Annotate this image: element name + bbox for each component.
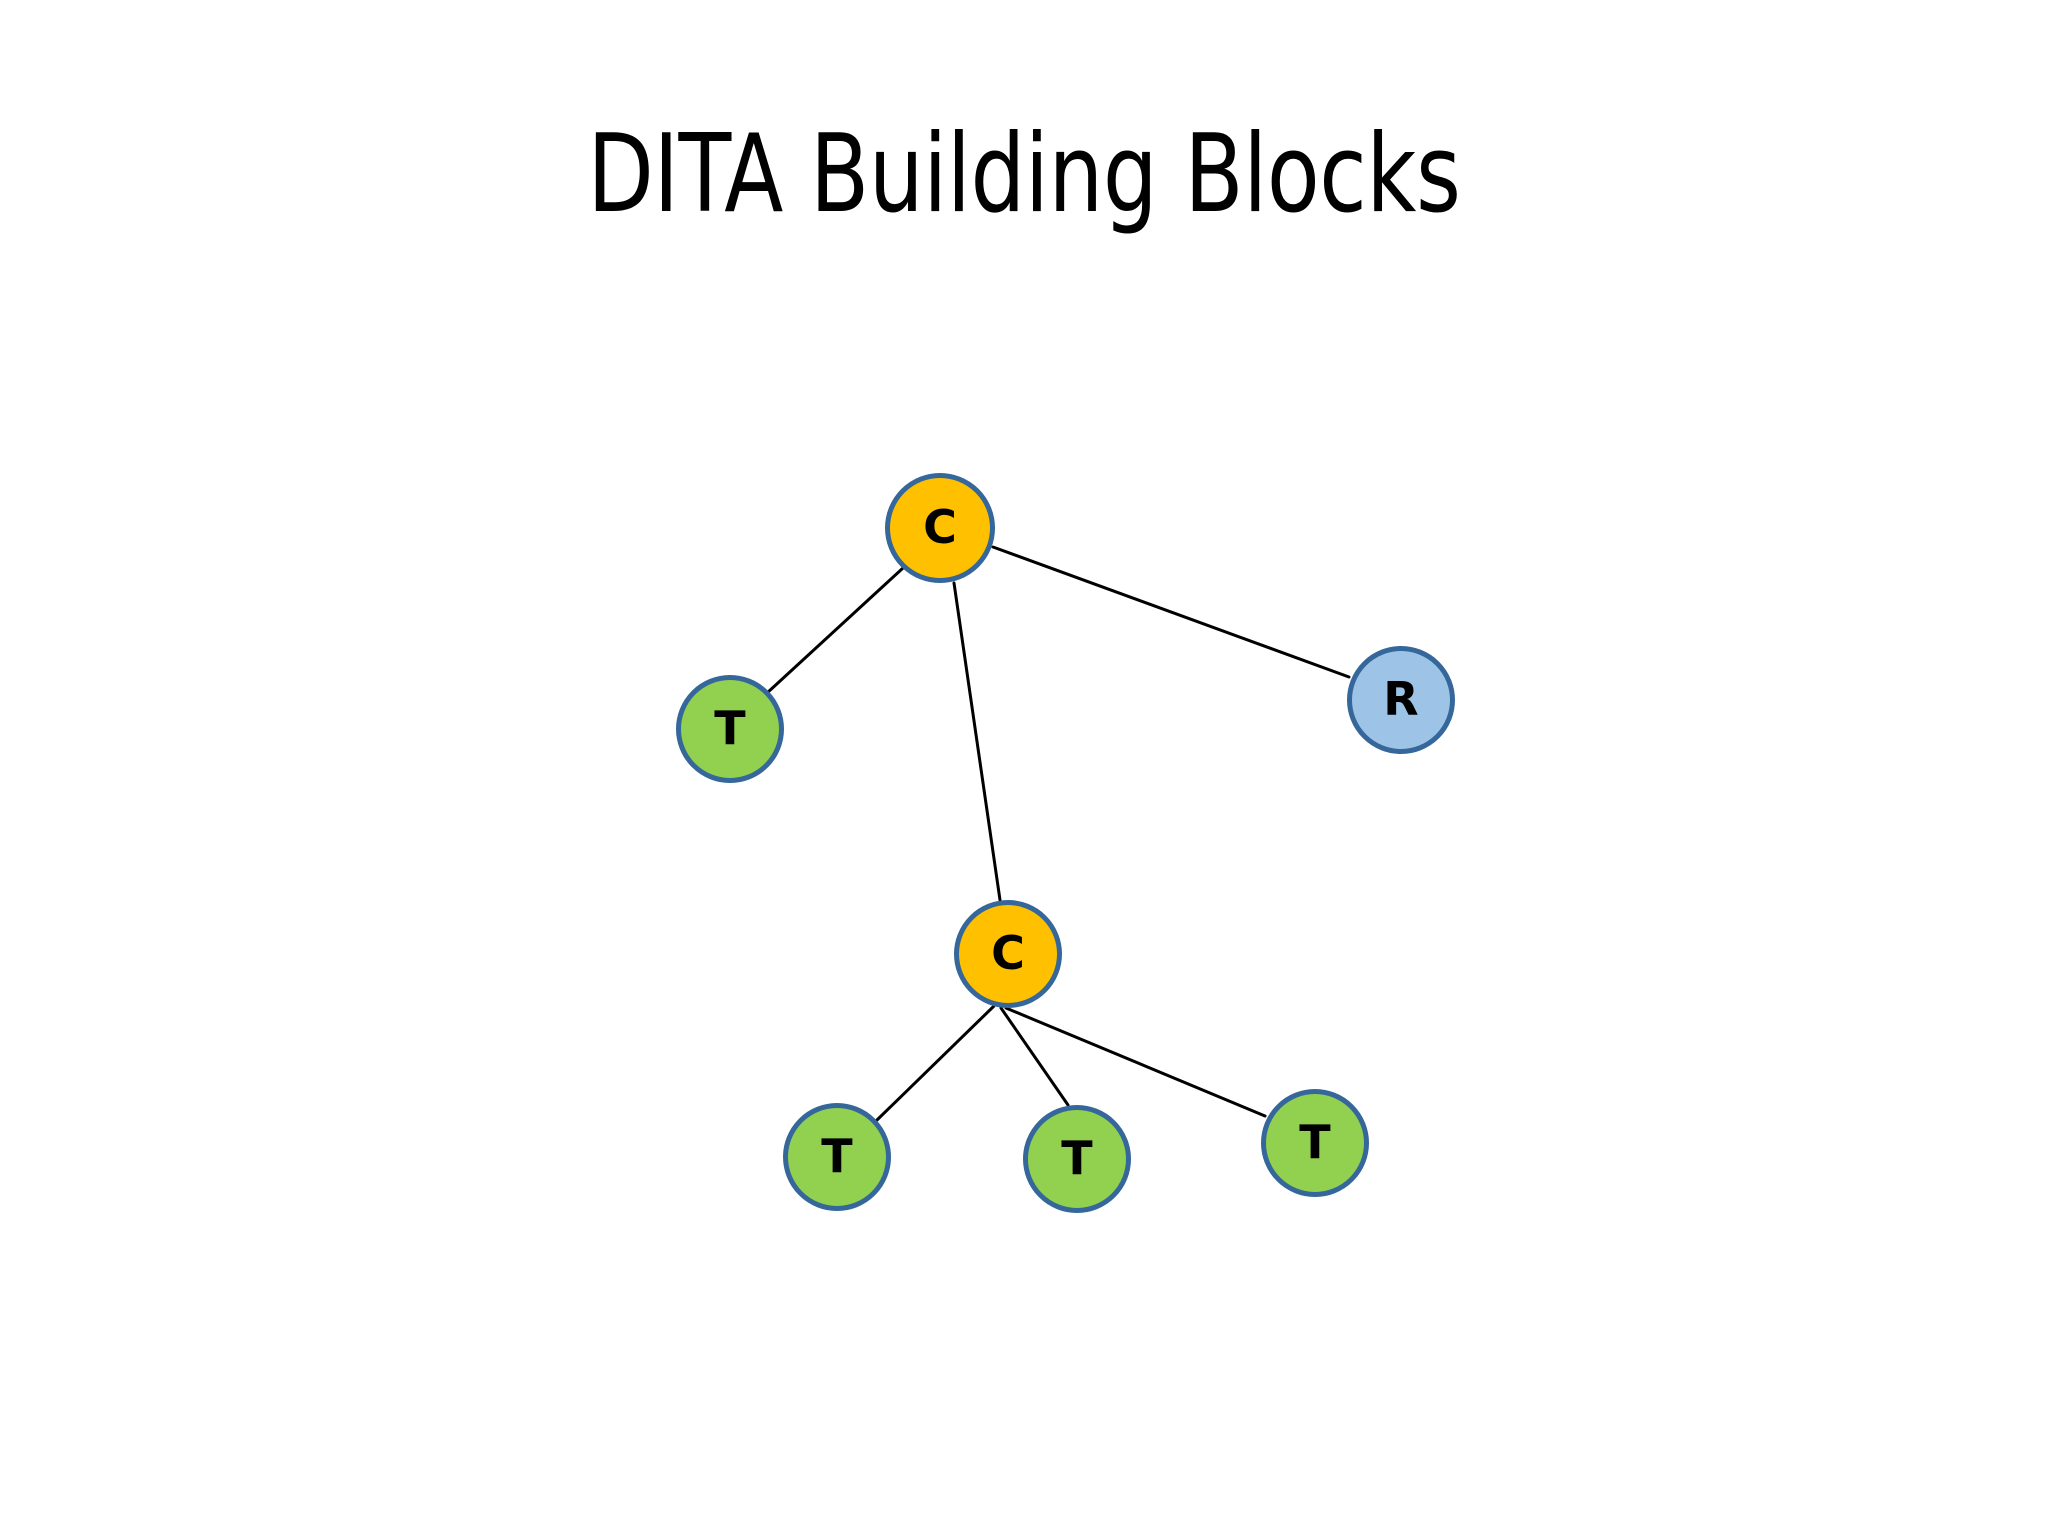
node-label-t-b2: T: [1061, 1131, 1093, 1185]
edge-ctop-tleft: [765, 566, 905, 695]
edge-ctop-r: [991, 545, 1351, 679]
node-label-r-right: R: [1383, 672, 1419, 726]
node-label-c-top: C: [923, 500, 957, 554]
node-label-t-b3: T: [1299, 1115, 1331, 1169]
diagram-node-t-b3[interactable]: T: [1261, 1089, 1369, 1197]
diagram-node-c-top[interactable]: C: [885, 473, 995, 583]
edge-ctop-cmid: [952, 581, 1002, 902]
edge-cmid-tb2: [999, 1006, 1070, 1107]
diagram-node-t-b2[interactable]: T: [1023, 1105, 1131, 1213]
edge-group: [765, 545, 1351, 1122]
edge-cmid-tb3: [1004, 1006, 1267, 1118]
node-label-t-left: T: [714, 701, 746, 755]
node-label-c-mid: C: [991, 926, 1025, 980]
node-label-t-b1: T: [821, 1129, 853, 1183]
diagram-node-t-b1[interactable]: T: [783, 1103, 891, 1211]
diagram-node-r-right[interactable]: R: [1347, 646, 1455, 754]
diagram-node-c-mid[interactable]: C: [954, 900, 1062, 1008]
diagram-node-t-left[interactable]: T: [676, 675, 784, 783]
edge-cmid-tb1: [875, 1004, 996, 1122]
page-title: DITA Building Blocks: [587, 112, 1461, 237]
